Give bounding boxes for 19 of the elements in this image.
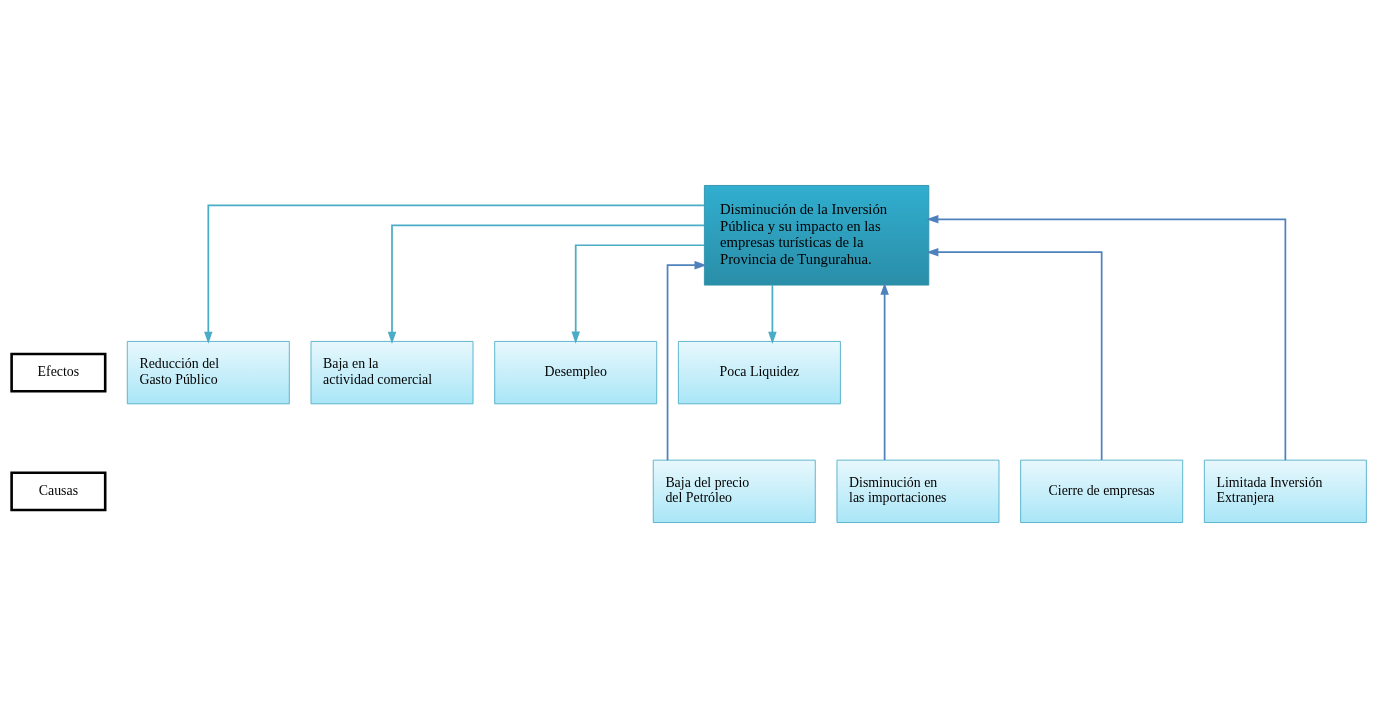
- arrow: [387, 223, 706, 344]
- arrow: [926, 214, 1287, 461]
- node-box: Baja del precio del Petróleo: [652, 459, 816, 523]
- arrow: [880, 282, 889, 461]
- arrow: [926, 247, 1103, 461]
- arrow: [666, 260, 707, 461]
- node-box: Baja en la actividad comercial: [310, 340, 474, 404]
- node-box: Poca Liquidez: [677, 340, 841, 404]
- node-box: Limitada Inversión Extranjera: [1203, 459, 1367, 523]
- node-box: Efectos: [10, 352, 107, 393]
- node-box: Desempleo: [494, 340, 658, 404]
- node-box: Cierre de empresas: [1020, 459, 1184, 523]
- node-box: Reducción del Gasto Público: [126, 340, 290, 404]
- node-box: Disminución en las importaciones: [836, 459, 1000, 523]
- node-box: Disminución de la Inversión Pública y su impacto en las empresas turísticas de la Provincia de Tungurahua.: [703, 184, 930, 286]
- arrow: [204, 204, 706, 344]
- arrow: [768, 283, 777, 344]
- node-box: Causas: [10, 470, 107, 511]
- arrow: [571, 243, 706, 344]
